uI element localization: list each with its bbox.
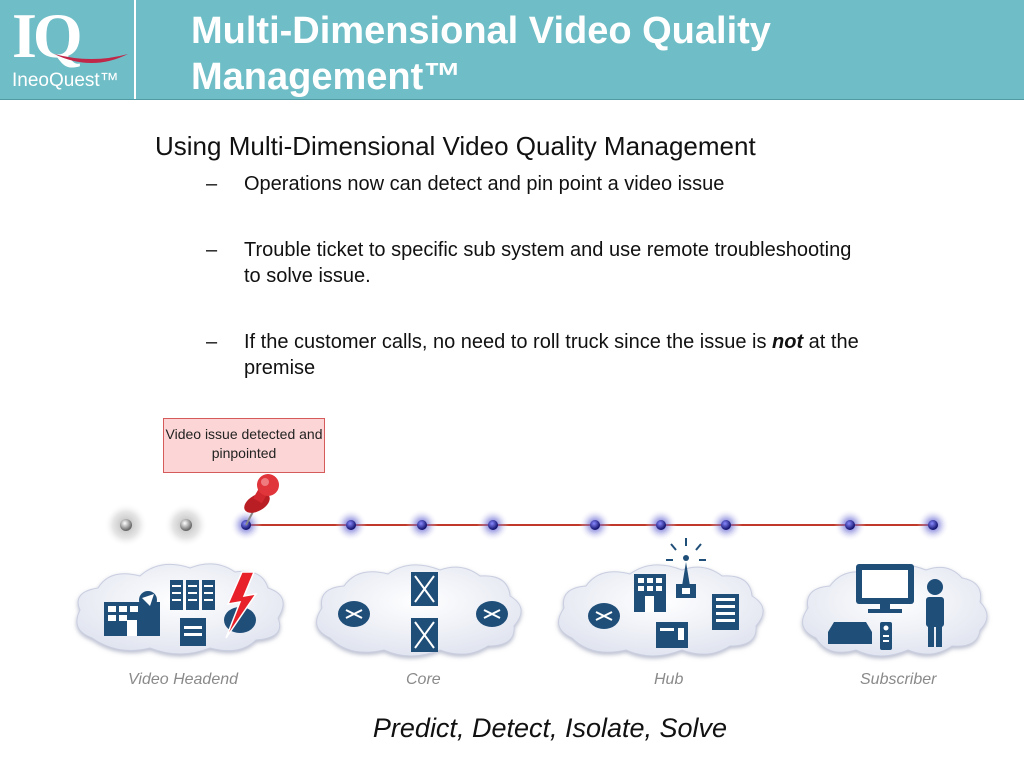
active-node bbox=[834, 509, 866, 541]
hub-building-icon bbox=[634, 574, 666, 612]
logo-swoosh-icon bbox=[54, 54, 128, 63]
ineoquest-logo: IQ IneoQuest™ bbox=[0, 0, 136, 99]
segment-label-core: Core bbox=[406, 671, 441, 688]
satellite-dish-icon bbox=[139, 591, 157, 609]
server-rack-icon bbox=[170, 580, 215, 610]
bullet-dash: – bbox=[206, 239, 218, 261]
sub-bullet-text: Trouble ticket to specific sub system an… bbox=[244, 239, 852, 287]
header-bar: IQ IneoQuest™ Multi-Dimensional Video Qu… bbox=[0, 0, 1024, 100]
push-pin-icon bbox=[244, 474, 279, 526]
server-building-icon bbox=[104, 602, 160, 636]
encoder-box-icon bbox=[180, 618, 206, 646]
bullet-dash: – bbox=[206, 173, 218, 195]
broadcast-tower-icon bbox=[666, 538, 706, 598]
router-icon bbox=[476, 601, 508, 627]
active-node bbox=[710, 509, 742, 541]
segment-label-subscriber: Subscriber bbox=[860, 671, 937, 688]
emphasis-not: not bbox=[772, 331, 804, 353]
router-icon bbox=[588, 603, 620, 629]
sub-bullet-text-after: at the premise bbox=[244, 331, 859, 379]
sub-bullet-text: Operations now can detect and pin point … bbox=[244, 173, 725, 195]
inactive-node bbox=[104, 503, 148, 547]
active-node bbox=[579, 509, 611, 541]
segment-label-headend: Video Headend bbox=[128, 671, 239, 688]
person-icon bbox=[926, 579, 944, 647]
active-node bbox=[645, 509, 677, 541]
active-node bbox=[917, 509, 949, 541]
modem-icon bbox=[656, 622, 688, 648]
set-top-box-icon bbox=[828, 622, 872, 644]
lightning-bolt-icon bbox=[225, 571, 258, 639]
logo-text: IneoQuest™ bbox=[12, 70, 119, 91]
segment-label-hub: Hub bbox=[654, 671, 684, 688]
active-node bbox=[477, 509, 509, 541]
television-icon bbox=[856, 564, 914, 613]
logo-mark: IQ bbox=[12, 0, 83, 71]
slide-title: Multi-Dimensional Video Quality Manageme… bbox=[191, 10, 771, 98]
active-node bbox=[335, 509, 367, 541]
bullet-dash: – bbox=[206, 331, 218, 353]
network-diagram bbox=[76, 474, 988, 657]
sub-bullet-text-before: If the customer calls, no need to roll t… bbox=[244, 331, 773, 353]
sub-bullet-text: If the customer calls, no need to roll t… bbox=[244, 329, 864, 381]
main-bullet: Using Multi-Dimensional Video Quality Ma… bbox=[155, 131, 756, 161]
remote-control-icon bbox=[880, 622, 892, 650]
equipment-rack-icon bbox=[712, 594, 739, 630]
tagline: Predict, Detect, Isolate, Solve bbox=[372, 713, 728, 743]
switch-icon bbox=[411, 572, 438, 606]
router-icon bbox=[338, 601, 370, 627]
switch-icon bbox=[411, 618, 438, 652]
active-node bbox=[406, 509, 438, 541]
inactive-node bbox=[164, 503, 208, 547]
issue-callout: Video issue detected and pinpointed bbox=[163, 418, 325, 473]
